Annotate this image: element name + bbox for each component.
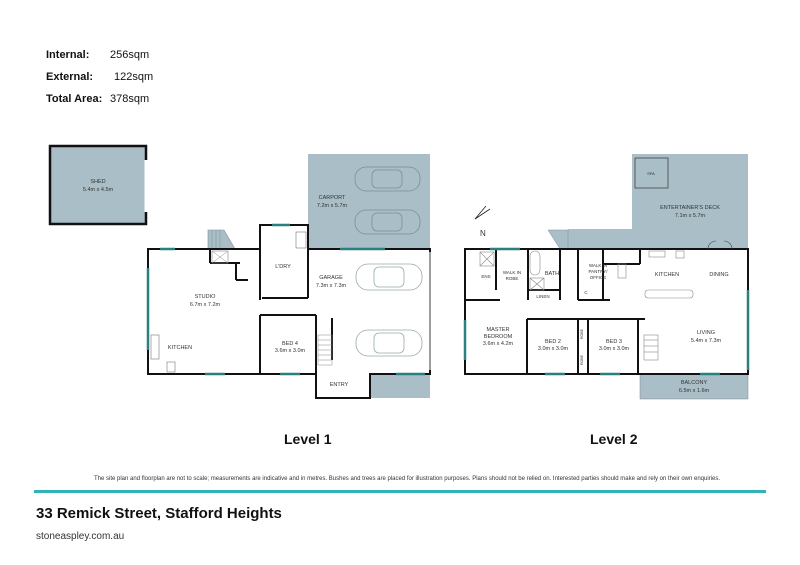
agency-website[interactable]: stoneaspley.com.au (36, 531, 125, 542)
svg-text:SHED: SHED (90, 179, 105, 185)
svg-text:KITCHEN: KITCHEN (655, 272, 679, 278)
disclaimer: The site plan and floorplan are not to s… (94, 476, 721, 482)
svg-text:ENTERTAINER'S DECK: ENTERTAINER'S DECK (660, 205, 720, 211)
level1-title: Level 1 (284, 431, 332, 447)
svg-text:BED 4: BED 4 (282, 341, 298, 347)
svg-text:ROBE: ROBE (580, 328, 584, 339)
svg-text:DINING: DINING (709, 272, 728, 278)
level2-windows (463, 247, 750, 376)
svg-text:WALK IN: WALK IN (503, 270, 521, 275)
svg-text:7.2m x 5.7m: 7.2m x 5.7m (317, 203, 348, 209)
svg-text:LINEN: LINEN (536, 294, 549, 299)
internal-area-row: Internal: 256sqm (46, 44, 153, 66)
car-icon (354, 166, 421, 235)
svg-text:3.0m x 3.0m: 3.0m x 3.0m (538, 346, 569, 352)
svg-text:BATH: BATH (545, 271, 559, 277)
internal-label: Internal: (46, 49, 90, 61)
level2-plan: SPA ENTERTAINER'S DECK 7.1m x 5.7m BALCO… (463, 154, 750, 400)
car-icon (355, 263, 423, 357)
external-area-row: External: 122sqm (46, 66, 153, 88)
north-arrow: N (474, 205, 491, 238)
svg-text:7.3m x 7.3m: 7.3m x 7.3m (316, 283, 347, 289)
svg-text:STUDIO: STUDIO (195, 294, 217, 300)
svg-text:ROBE: ROBE (580, 354, 584, 365)
internal-value: 256sqm (110, 49, 150, 61)
svg-text:WALK IN: WALK IN (589, 263, 607, 268)
entertainers-deck: SPA ENTERTAINER'S DECK 7.1m x 5.7m (568, 154, 748, 249)
svg-text:3.6m x 3.0m: 3.6m x 3.0m (275, 348, 306, 354)
property-address: 33 Remick Street, Stafford Heights (36, 505, 282, 522)
svg-text:SPA: SPA (647, 171, 655, 176)
svg-text:C: C (584, 290, 588, 295)
level1-plan: SHED 5.4m x 4.5m CARPORT 7.2m x 5.7m (48, 144, 431, 399)
svg-text:3.0m x 3.0m: 3.0m x 3.0m (599, 346, 630, 352)
svg-text:BED 2: BED 2 (545, 339, 561, 345)
shed: SHED 5.4m x 4.5m (48, 144, 148, 226)
svg-text:N: N (480, 229, 486, 238)
total-area-row: Total Area: 378sqm (46, 88, 153, 110)
external-stairs (207, 229, 236, 250)
svg-text:MASTER: MASTER (487, 327, 510, 333)
total-value: 378sqm (110, 93, 150, 105)
svg-text:CARPORT: CARPORT (319, 195, 346, 201)
svg-text:ENTRY: ENTRY (330, 382, 349, 388)
svg-text:7.1m x 5.7m: 7.1m x 5.7m (675, 213, 706, 219)
svg-text:GARAGE: GARAGE (319, 275, 343, 281)
divider-rule (34, 490, 766, 493)
balcony: BALCONY 6.5m x 1.6m (639, 373, 749, 400)
svg-text:KITCHEN: KITCHEN (168, 345, 192, 351)
svg-text:BED 3: BED 3 (606, 339, 622, 345)
svg-text:PANTRY/: PANTRY/ (588, 269, 608, 274)
svg-text:5.4m x 4.5m: 5.4m x 4.5m (83, 187, 114, 193)
level2-title: Level 2 (590, 431, 638, 447)
area-summary: Internal: 256sqm External: 122sqm Total … (46, 44, 153, 110)
level2-walls (464, 248, 749, 375)
svg-text:5.4m x 7.3m: 5.4m x 7.3m (691, 338, 722, 344)
svg-text:BALCONY: BALCONY (681, 380, 708, 386)
svg-text:LIVING: LIVING (697, 330, 715, 336)
total-label: Total Area: (46, 93, 103, 105)
svg-text:6.5m x 1.6m: 6.5m x 1.6m (679, 388, 710, 394)
svg-text:ROBE: ROBE (506, 276, 519, 281)
svg-text:6.7m x 7.2m: 6.7m x 7.2m (190, 302, 221, 308)
fixtures (479, 250, 694, 361)
carport: CARPORT 7.2m x 5.7m (308, 154, 430, 249)
svg-text:3.6m x 4.2m: 3.6m x 4.2m (483, 341, 514, 347)
svg-text:ENS: ENS (481, 274, 490, 279)
level1-windows (146, 223, 425, 376)
svg-text:L'DRY: L'DRY (275, 264, 291, 270)
level1-walls (147, 224, 431, 399)
svg-text:BEDROOM: BEDROOM (484, 334, 513, 340)
svg-text:OFFICE: OFFICE (590, 275, 607, 280)
external-label: External: (46, 71, 94, 83)
external-value: 122sqm (114, 71, 154, 83)
internal-stairs (317, 334, 333, 366)
